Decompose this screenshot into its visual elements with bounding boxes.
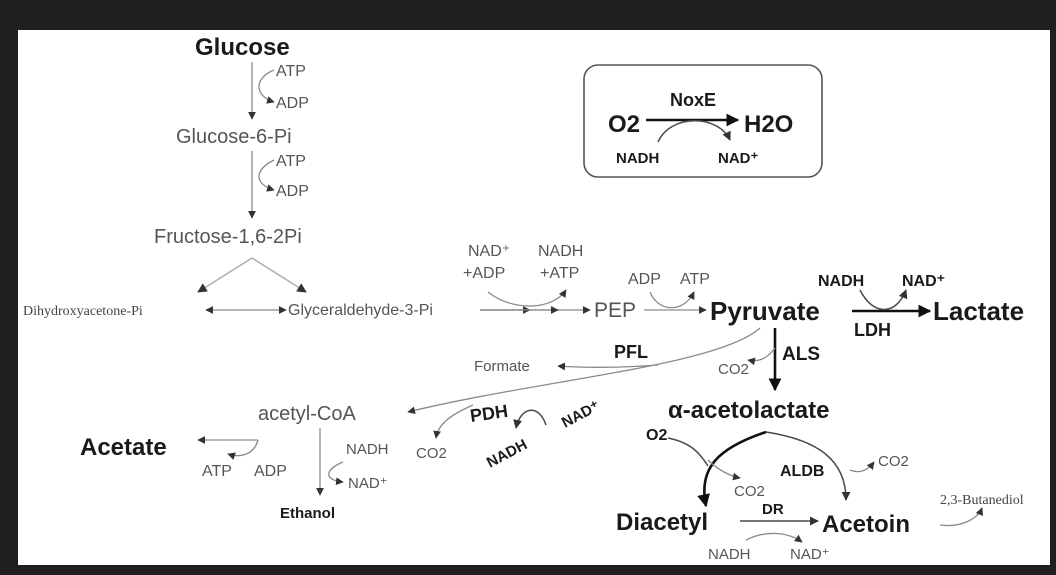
glyceraldehyde-label: Glyceraldehyde-3-Pi bbox=[288, 302, 433, 319]
pyruvate-label: Pyruvate bbox=[710, 296, 820, 326]
noxe-enzyme-label: NoxE bbox=[670, 90, 716, 110]
pdh-co2-label: CO2 bbox=[416, 445, 447, 462]
ldh-enzyme-label: LDH bbox=[854, 320, 891, 340]
fructose-split-left bbox=[197, 257, 253, 293]
fructose-label: Fructose-1,6-2Pi bbox=[154, 226, 302, 248]
fructose-split-right bbox=[251, 257, 307, 293]
nad-adp-to-nadh-atp-arc bbox=[487, 289, 567, 307]
aldb-co2-label: CO2 bbox=[878, 453, 909, 470]
acetolactate-to-diacetyl-arrow bbox=[697, 430, 767, 508]
aldb-co2-arc bbox=[849, 461, 875, 473]
atp-label-4: ATP bbox=[202, 463, 232, 480]
atp-label-1: ATP bbox=[276, 63, 306, 80]
pdh-cofactor-arc bbox=[513, 409, 547, 429]
acetoin-to-butanediol-arrow bbox=[939, 507, 984, 527]
acetate-label: Acetate bbox=[80, 434, 167, 461]
pdh-co2-arc bbox=[433, 404, 474, 439]
ethanol-cofactor-arc bbox=[328, 461, 344, 486]
als-enzyme-label: ALS bbox=[782, 344, 820, 365]
pdh-nadh-label: NADH bbox=[484, 436, 530, 471]
noxe-nad-label: NAD⁺ bbox=[718, 150, 758, 167]
pfl-enzyme-label: PFL bbox=[614, 342, 648, 362]
pathway-diagram: Glucose ATP ADP Glucose-6-Pi ATP ADP Fru… bbox=[23, 34, 1024, 563]
diacetyl-co2-arc bbox=[707, 459, 741, 481]
als-co2-arc bbox=[747, 347, 776, 366]
butanediol-label: 2,3-Butanediol bbox=[940, 493, 1024, 508]
ldh-cofactor-arc bbox=[859, 289, 908, 311]
nad-label-a: NAD⁺ bbox=[468, 243, 510, 260]
adp-label-a: +ADP bbox=[463, 265, 505, 282]
pdh-enzyme-label: PDH bbox=[469, 401, 509, 426]
adp-atp-arc-3 bbox=[649, 291, 695, 309]
atp-label-3: ATP bbox=[680, 271, 710, 288]
nadh-label-a: NADH bbox=[538, 243, 583, 260]
o2-arc bbox=[667, 437, 709, 467]
glucose-label: Glucose bbox=[195, 34, 290, 61]
diacetyl-label: Diacetyl bbox=[616, 509, 708, 536]
ldh-nadh-label: NADH bbox=[818, 273, 864, 290]
ethanol-nad-label: NAD⁺ bbox=[348, 475, 388, 492]
atp-adp-arc-1 bbox=[258, 69, 275, 104]
lactate-label: Lactate bbox=[933, 296, 1024, 326]
adp-label-3: ADP bbox=[628, 271, 661, 288]
noxe-inset: NoxE O2 H2O NADH NAD⁺ bbox=[583, 64, 823, 178]
atp-adp-arc-2 bbox=[258, 159, 275, 192]
dr-nadh-label: NADH bbox=[708, 546, 751, 563]
dr-nad-label: NAD⁺ bbox=[790, 546, 830, 563]
pep-label: PEP bbox=[594, 299, 636, 322]
acetyl-coa-label: acetyl-CoA bbox=[258, 403, 356, 425]
acetate-atp-adp-arc bbox=[227, 439, 259, 460]
aldb-enzyme-label: ALDB bbox=[780, 463, 824, 480]
pdh-nad-label: NAD⁺ bbox=[559, 398, 603, 432]
pyruvate-to-acetylcoa-path bbox=[407, 327, 761, 415]
diacetyl-co2-label: CO2 bbox=[734, 483, 765, 500]
ldh-nad-label: NAD⁺ bbox=[902, 273, 945, 290]
dihydroxyacetone-label: Dihydroxyacetone-Pi bbox=[23, 304, 143, 319]
o2-label: O2 bbox=[646, 427, 667, 444]
pfl-to-formate-arrow bbox=[557, 362, 659, 371]
diagram-frame: Glucose ATP ADP Glucose-6-Pi ATP ADP Fru… bbox=[18, 30, 1050, 565]
als-co2-label: CO2 bbox=[718, 361, 749, 378]
acetolactate-to-acetoin-arrow bbox=[765, 431, 851, 501]
noxe-h2o-label: H2O bbox=[744, 111, 793, 138]
ethanol-label: Ethanol bbox=[280, 505, 335, 522]
formate-label: Formate bbox=[474, 358, 530, 375]
atp-label-a: +ATP bbox=[540, 265, 579, 282]
dr-enzyme-label: DR bbox=[762, 501, 784, 518]
glucose-6-pi-label: Glucose-6-Pi bbox=[176, 126, 292, 148]
adp-label-4: ADP bbox=[254, 463, 287, 480]
adp-label-2: ADP bbox=[276, 183, 309, 200]
acetoin-label: Acetoin bbox=[822, 511, 910, 538]
ethanol-nadh-label: NADH bbox=[346, 441, 389, 458]
noxe-nadh-label: NADH bbox=[616, 150, 659, 167]
adp-label-1: ADP bbox=[276, 95, 309, 112]
noxe-o2-label: O2 bbox=[608, 111, 640, 138]
dr-cofactor-arc bbox=[745, 532, 803, 543]
noxe-cofactor-arc bbox=[657, 120, 731, 143]
atp-label-2: ATP bbox=[276, 153, 306, 170]
alpha-acetolactate-label: α-acetolactate bbox=[668, 397, 829, 424]
